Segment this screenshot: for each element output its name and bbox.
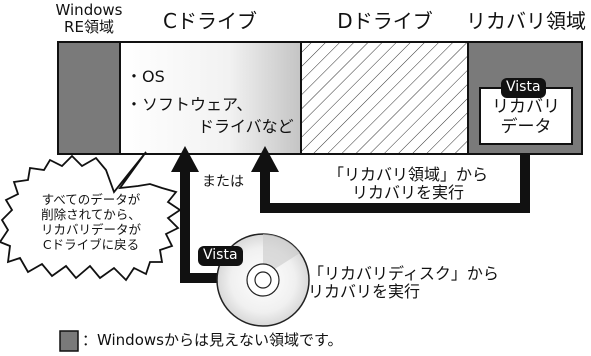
legend-swatch (59, 330, 79, 352)
c-drive-area (119, 41, 302, 155)
recovery-arrow-head (251, 146, 279, 172)
callout-burst (0, 151, 182, 282)
vista-badge-recovery: Vista (501, 78, 546, 98)
callout-text: すべてのデータが 削除されてから、 リカバリデータが Cドライブに戻る (40, 192, 141, 252)
header-windows-re: Windows RE領域 (55, 1, 123, 37)
legend-text: ：Windowsからは見えない領域です。 (82, 331, 343, 349)
recovery-data-label: リカバリ データ (492, 97, 560, 137)
c-drive-item-os: ・OS (126, 67, 165, 86)
header-c-drive: Cドライブ (163, 9, 257, 33)
header-d-drive: Dドライブ (337, 9, 433, 33)
recovery-arrow-path (260, 154, 530, 213)
vista-badge-disc: Vista (198, 246, 243, 266)
disc-arrow-head (171, 146, 199, 172)
header-recovery-area: リカバリ領域 (466, 9, 586, 33)
windows-re-area (57, 41, 121, 155)
or-label: または (202, 174, 244, 190)
from-recovery-area-label: 「リカバリ領域」から リカバリを実行 (327, 165, 488, 203)
from-disc-label: 「リカバリディスク」から リカバリを実行 (308, 264, 499, 302)
c-drive-item-software: ・ソフトウェア、 (126, 95, 253, 114)
disc-arrow-path (180, 168, 230, 283)
c-drive-item-drivers: ドライバなど (198, 117, 294, 136)
d-drive-area (300, 41, 469, 155)
